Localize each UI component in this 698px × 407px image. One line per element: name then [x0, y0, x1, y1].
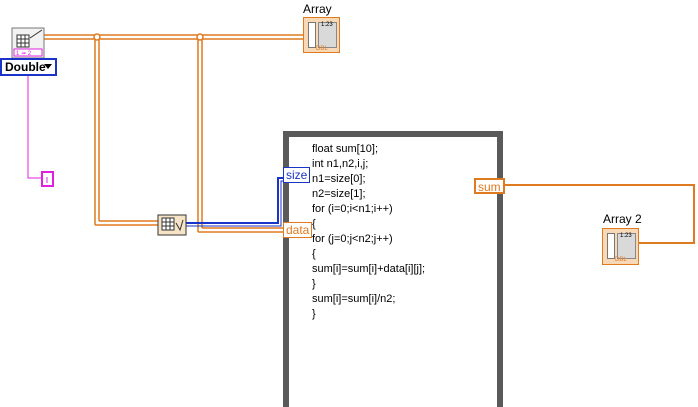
sum-output-terminal[interactable]: sum	[474, 178, 505, 194]
array2-type-tag: DBL	[615, 257, 627, 263]
code-line: float sum[10];	[312, 143, 379, 155]
array2-indicator-label: Array 2	[603, 212, 642, 226]
size-input-terminal[interactable]: size	[283, 167, 311, 183]
initialize-array-icon[interactable]: 1 ⇸ 2	[11, 27, 45, 59]
code-line: int n1,n2,i,j;	[312, 158, 369, 170]
data-input-terminal[interactable]: data	[283, 222, 313, 238]
code-line: {	[312, 218, 316, 230]
code-line: sum[i]=sum[i]/n2;	[312, 293, 396, 305]
code-line: }	[312, 308, 316, 320]
code-line: }	[312, 278, 316, 290]
code-line: {	[312, 248, 316, 260]
sum-wire[interactable]	[500, 184, 695, 244]
code-line: for (j=0;j<n2;j++)	[312, 233, 393, 245]
array-value-cell	[318, 22, 337, 48]
array-type-tag: DBL	[316, 46, 328, 52]
code-line: n2=size[1];	[312, 188, 366, 200]
code-line: sum[i]=sum[i]+data[i][j];	[312, 263, 426, 275]
code-line: n1=size[0];	[312, 173, 366, 185]
code-line: for (i=0;i<n1;i++)	[312, 203, 393, 215]
array-indicator[interactable]: 1.23 DBL	[303, 17, 340, 53]
formula-node[interactable]: float sum[10]; int n1,n2,i,j; n1=size[0]…	[283, 131, 503, 407]
branch-wire-left[interactable]	[94, 37, 158, 226]
array2-index-column	[607, 233, 615, 259]
array-indicator-label: Array	[303, 2, 332, 16]
array2-indicator[interactable]: 1.23 DBL	[602, 228, 639, 265]
type-wire[interactable]	[27, 76, 44, 179]
array2-digits: 1.23	[620, 233, 632, 239]
representation-dropdown[interactable]: Double	[0, 58, 57, 76]
array-size-icon[interactable]	[157, 214, 187, 236]
junction-dot-left	[93, 33, 101, 41]
size-wire[interactable]	[185, 177, 284, 227]
junction-dot-right	[196, 33, 204, 41]
chevron-down-icon	[44, 64, 52, 69]
svg-text:1 ⇸ 2: 1 ⇸ 2	[16, 51, 32, 57]
branch-wire-data[interactable]	[197, 37, 285, 233]
array2-value-cell	[617, 233, 636, 259]
array-index-column	[308, 22, 316, 48]
array-digits: 1.23	[321, 22, 333, 28]
dropdown-value: Double	[5, 60, 46, 74]
array-wire[interactable]	[44, 34, 305, 40]
formula-node-code-area[interactable]: float sum[10]; int n1,n2,i,j; n1=size[0]…	[289, 137, 497, 407]
